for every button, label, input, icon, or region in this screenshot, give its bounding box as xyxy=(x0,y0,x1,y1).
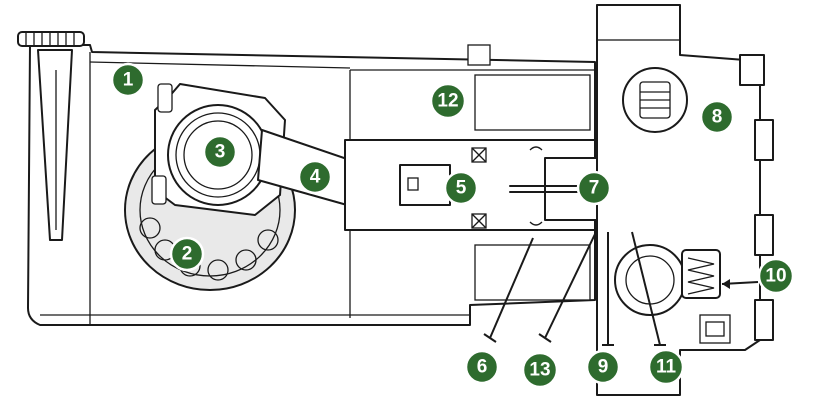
leader-lines xyxy=(483,231,759,346)
callout-12: 12 xyxy=(429,82,467,120)
svg-text:9: 9 xyxy=(598,357,609,378)
leader-13 xyxy=(544,231,597,339)
callout-11: 11 xyxy=(647,348,685,386)
callout-8: 8 xyxy=(699,99,735,135)
svg-text:10: 10 xyxy=(765,266,786,287)
callout-9: 9 xyxy=(585,349,621,385)
svg-text:3: 3 xyxy=(215,142,226,163)
callout-1: 1 xyxy=(110,62,146,98)
callout-7: 7 xyxy=(576,170,612,206)
svg-text:2: 2 xyxy=(182,244,193,265)
callout-2: 2 xyxy=(169,236,205,272)
svg-text:4: 4 xyxy=(310,167,321,188)
svg-text:8: 8 xyxy=(712,107,723,128)
manifold-head xyxy=(596,4,774,396)
callout-5: 5 xyxy=(443,170,479,206)
svg-text:13: 13 xyxy=(529,360,550,381)
callout-4: 4 xyxy=(297,159,333,195)
svg-text:11: 11 xyxy=(656,357,677,378)
svg-text:1: 1 xyxy=(123,70,134,91)
dipstick xyxy=(17,31,85,241)
leader-11 xyxy=(631,231,661,346)
callout-10: 10 xyxy=(757,257,795,295)
callout-3: 3 xyxy=(202,134,238,170)
svg-text:5: 5 xyxy=(456,178,467,199)
leader-6 xyxy=(489,237,534,339)
callout-6: 6 xyxy=(464,349,500,385)
svg-text:7: 7 xyxy=(589,178,600,199)
svg-text:12: 12 xyxy=(437,91,458,112)
callout-13: 13 xyxy=(521,351,559,389)
svg-text:6: 6 xyxy=(477,357,488,378)
